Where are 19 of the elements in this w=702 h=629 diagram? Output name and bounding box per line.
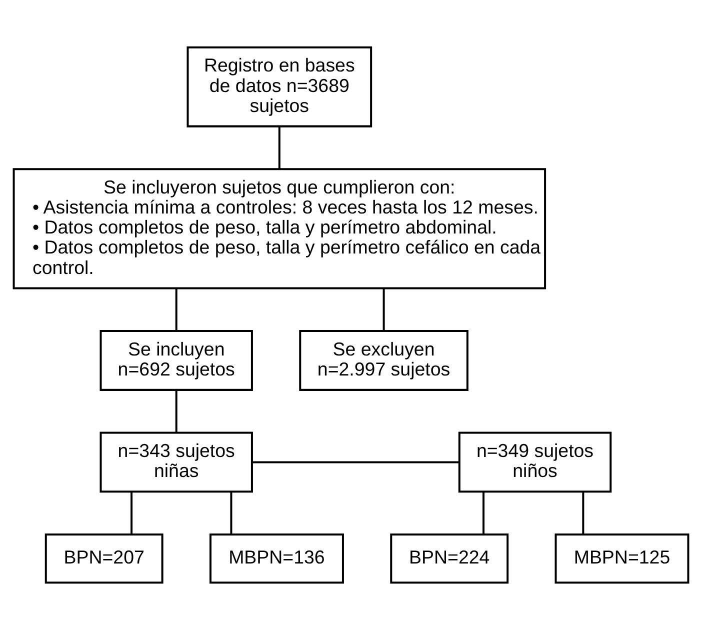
node-box: n=349 sujetos niños [458,431,612,492]
connector [230,492,232,534]
node-box: Se incluyen n=692 sujetos [100,330,253,390]
connector [278,126,280,168]
node-box: MBPN=125 [554,532,690,584]
connector [382,288,385,330]
node-box: BPN=224 [390,532,509,584]
connector [582,492,584,534]
connector [175,288,178,330]
connector [175,390,178,432]
node-box: MBPN=136 [209,532,344,584]
connector [130,492,133,534]
connector [252,460,459,463]
node-box: Se incluyeron sujetos que cumplieron con: • Asistencia mínima a controles: 8 veces hasta los 12 meses. • Datos completos de peso, talla y perímetro abdominal. • Datos completos de peso, talla y perímetro cefálico en cada control. [12,168,546,289]
node-box: Se excluyen n=2.997 sujetos [299,330,468,390]
connector [482,492,484,534]
node-box: BPN=207 [44,532,164,584]
node-box: Registro en bases de datos n=3689 sujetos [186,46,372,127]
node-box: n=343 sujetos niñas [100,431,253,492]
